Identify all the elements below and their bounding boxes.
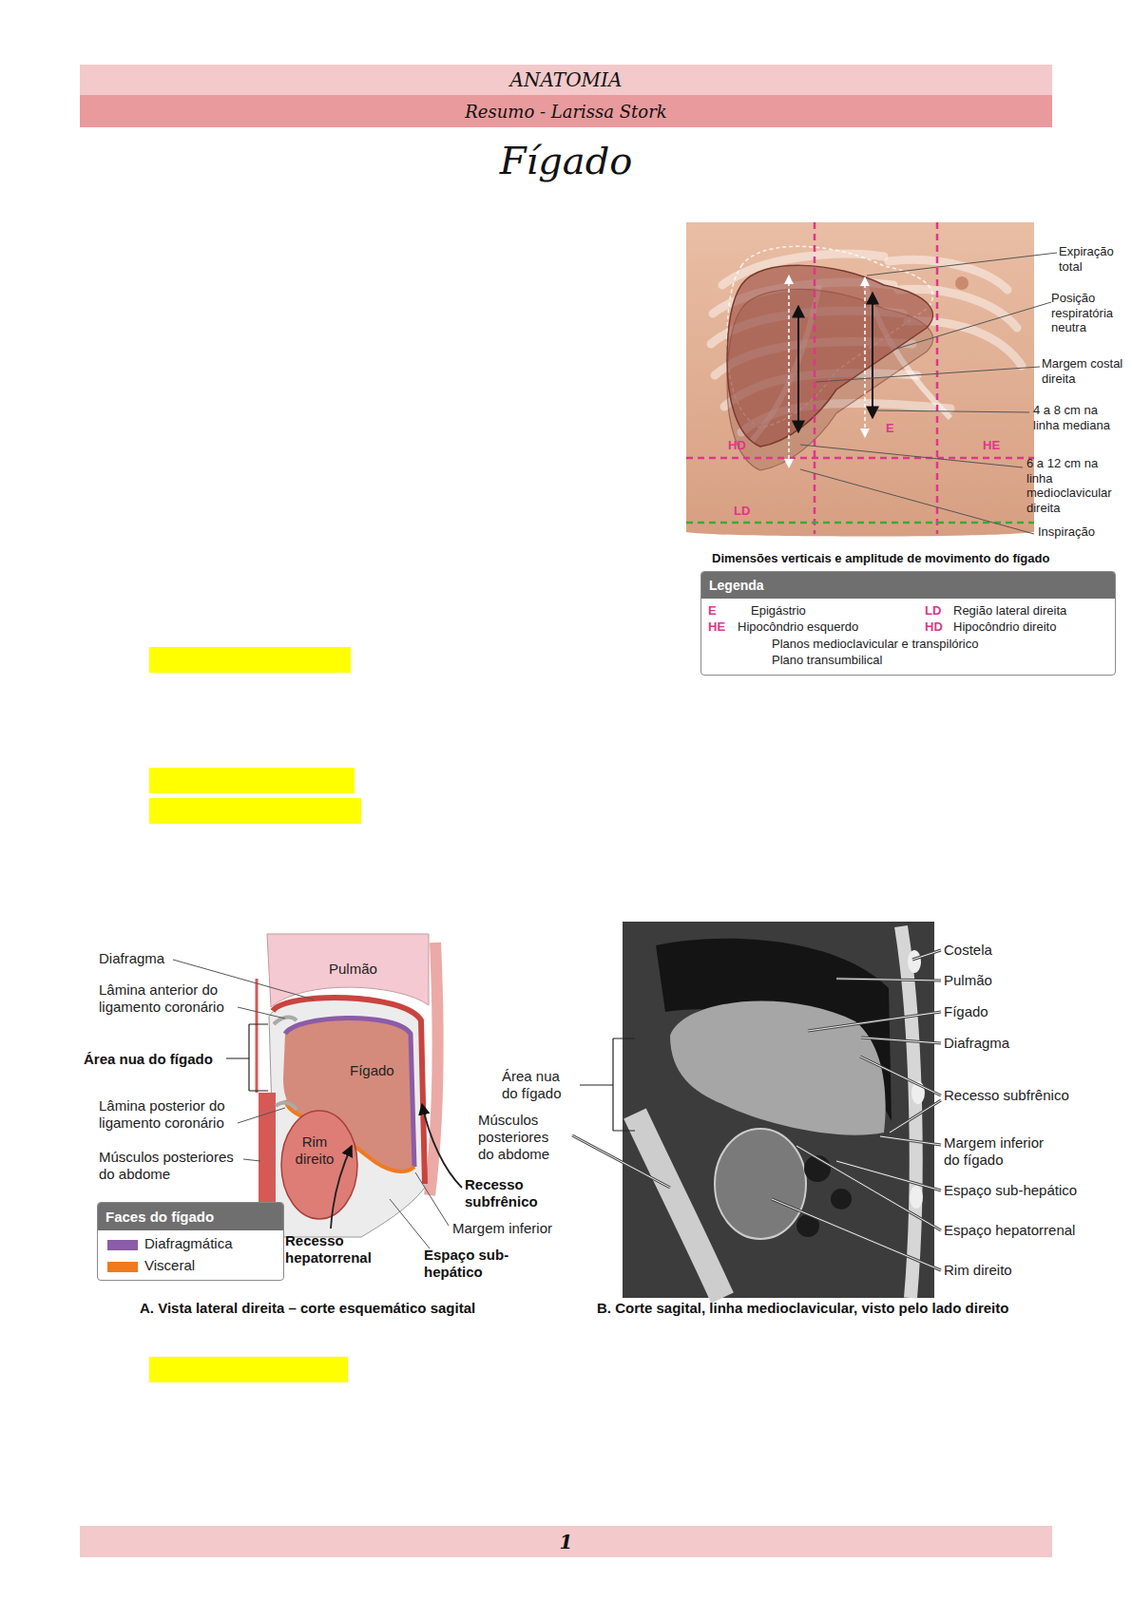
label: Hipocôndrio esquerdo: [737, 619, 859, 635]
legend-heading: Legenda: [701, 572, 1115, 599]
label: Espaço hepatorrenal: [943, 1222, 1075, 1240]
label: HD: [728, 438, 747, 454]
label: HE: [708, 619, 726, 635]
leader-lines: [800, 252, 1057, 535]
label: Fígado: [943, 1003, 989, 1021]
highlight-bar: [149, 767, 355, 794]
legend-text: Diafragmática: [144, 1235, 233, 1253]
legend-text: Plano transumbilical: [771, 652, 883, 669]
highlight-bar: [149, 798, 362, 825]
label: Lâmina anterior do ligamento coronário: [98, 981, 244, 1017]
label: HE: [982, 438, 1000, 454]
label: Recesso hepatorrenal: [285, 1232, 388, 1267]
legend-text: Planos medioclavicular e transpilórico: [771, 636, 979, 653]
legend-text: Visceral: [144, 1257, 195, 1275]
label: Recesso subfrênico: [464, 1176, 551, 1211]
label: Rim direito: [943, 1262, 1013, 1280]
band-text: Resumo - Larissa Stork: [464, 101, 667, 122]
page-title: Fígado: [0, 138, 1132, 183]
header-band: ANATOMIA: [79, 64, 1053, 96]
band-text: ANATOMIA: [510, 68, 623, 92]
label: Rim direito: [289, 1133, 340, 1169]
label: E: [708, 603, 717, 619]
label: Área nua do fígado: [83, 1051, 213, 1069]
legend-swatch: [107, 1262, 138, 1273]
label: Espaço sub-hepático: [943, 1182, 1077, 1200]
label: Expiração total: [1058, 244, 1128, 274]
sagittal-schematic: [226, 934, 462, 1238]
label: Margem costal direita: [1041, 356, 1128, 386]
label: HD: [924, 619, 943, 635]
label: A. Vista lateral direita – corte esquemá…: [139, 1300, 476, 1318]
highlight-bar: [149, 647, 351, 673]
label: Posição respiratória neutra: [1051, 290, 1128, 336]
label: Recesso subfrênico: [943, 1087, 1070, 1105]
legend-swatch: [107, 1240, 138, 1251]
label: LD: [924, 603, 941, 619]
label: 4 a 8 cm na linha mediana: [1033, 402, 1125, 433]
label: 6 a 12 cm na linha medioclavicular direi…: [1026, 456, 1118, 516]
label: Músculos posteriores do abdome: [98, 1149, 250, 1184]
label: Diafragma: [98, 950, 165, 968]
highlight-bar: [149, 1357, 348, 1383]
band-text: 1: [559, 1531, 574, 1555]
label: Costela: [943, 941, 993, 960]
label: Hipocôndrio direito: [953, 619, 1056, 635]
label: Epigástrio: [750, 603, 806, 619]
footer-band: 1: [79, 1526, 1053, 1558]
label: Lâmina posterior do ligamento coronário: [98, 1097, 244, 1132]
label: Fígado: [349, 1062, 395, 1080]
label: Espaço sub-hepático: [423, 1247, 524, 1282]
subheader-band: Resumo - Larissa Stork: [79, 95, 1053, 128]
label: Região lateral direita: [953, 603, 1067, 619]
legend-heading: Faces do fígado: [97, 1203, 284, 1231]
label: Músculos posteriores do abdome: [478, 1112, 569, 1164]
label: Pulmão: [943, 972, 993, 990]
label: B. Corte sagital, linha medioclavicular,…: [596, 1300, 1009, 1318]
label: Pulmão: [328, 960, 378, 979]
label: Margem inferior do fígado: [943, 1134, 1063, 1170]
label: Margem inferior: [452, 1220, 553, 1238]
label: Área nua do fígado: [501, 1068, 576, 1103]
label: Diafragma: [943, 1035, 1010, 1053]
label: LD: [733, 503, 750, 519]
label: Inspiração: [1037, 524, 1095, 540]
leader-lines: [572, 950, 941, 1271]
label: E: [885, 421, 895, 437]
label: Dimensões verticais e amplitude de movim…: [711, 551, 1050, 567]
